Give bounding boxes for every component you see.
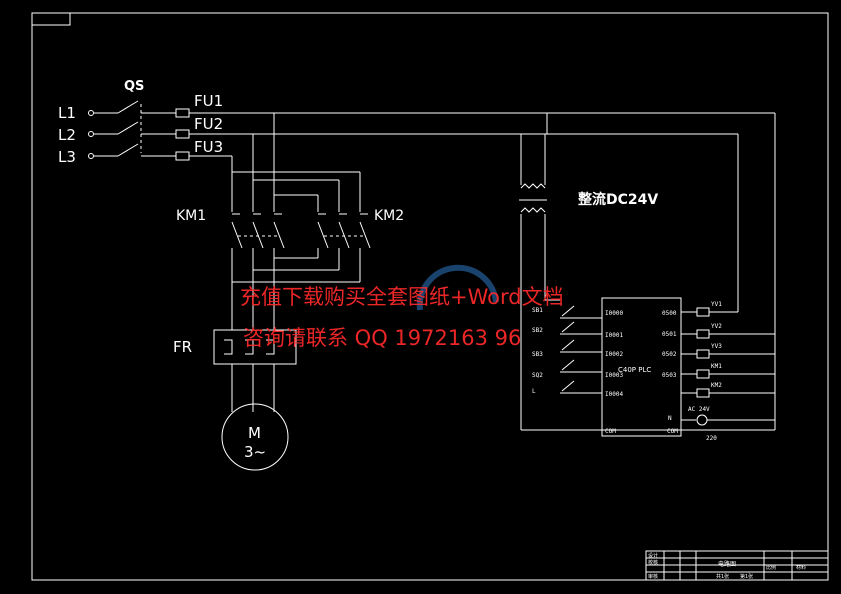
plc-input-2: I0002 (605, 351, 623, 358)
plc-input-label-0: SB1 (532, 307, 543, 314)
plc-output-0: 0500 (662, 310, 677, 317)
load-label-yv2: YV2 (711, 323, 722, 330)
plc-input-label-2: SB3 (532, 351, 543, 358)
plc-n-label: N (668, 415, 672, 422)
fuse-label-fu2: FU2 (194, 115, 223, 133)
title-block-sheet: 第1张 (740, 573, 753, 580)
plc-input-label-1: SB2 (532, 327, 543, 334)
watermark-line-2: 咨询请联系 QQ 1972163 96 (243, 326, 521, 350)
plc-output-3: 0503 (662, 372, 677, 379)
km1-label: KM1 (176, 208, 206, 224)
fuse-label-fu1: FU1 (194, 92, 223, 110)
title-block-checker: 校核 (648, 559, 658, 566)
title-block-reviewer: 审核 (648, 573, 658, 580)
plc-model: C40P PLC (618, 366, 651, 374)
drawing-frame (31, 12, 829, 581)
plc-input-4: I0004 (605, 391, 623, 398)
plc-com-in: COM (605, 428, 616, 435)
dc-supply-label: 整流DC24V (577, 191, 658, 208)
title-block (645, 550, 829, 581)
plc-circuit (519, 113, 776, 437)
plc-com-out: COM (667, 428, 678, 435)
fr-label: FR (173, 338, 192, 356)
motor-phase: 3~ (244, 443, 266, 461)
km2-label: KM2 (374, 208, 404, 224)
load-label-yv1: YV1 (711, 301, 722, 308)
title-block-scale: 比例 (766, 564, 776, 571)
plc-input-3: I0003 (605, 372, 623, 379)
watermark-line-1: 充值下载购买全套图纸+Word文档 (240, 285, 564, 309)
load-label-yv3: YV3 (711, 343, 722, 350)
title-block-title: 电路图 (718, 560, 736, 568)
ac-value-label: 220 (706, 435, 717, 442)
title-block-material: 材料 (796, 564, 806, 571)
ac-source-label: AC 24V (688, 406, 710, 413)
plc-input-label-3: SQ2 (532, 372, 543, 379)
qs-label: QS (124, 79, 144, 94)
load-label-km2: KM2 (711, 382, 722, 389)
plc-output-1: 0501 (662, 331, 677, 338)
watermark-logo (416, 264, 499, 311)
fuse-label-fu3: FU3 (194, 138, 223, 156)
frame-tag (31, 12, 71, 26)
plc-box (601, 297, 682, 437)
plc-input-0: I0000 (605, 310, 623, 317)
title-block-designer: 设计 (648, 552, 658, 559)
plc-input-label-4: L (532, 388, 536, 395)
plc-output-2: 0502 (662, 351, 677, 358)
load-label-km1: KM1 (711, 363, 722, 370)
title-block-total: 共1张 (716, 573, 729, 580)
power-circuit (88, 100, 775, 471)
line-label-l2: L2 (58, 126, 76, 144)
line-label-l3: L3 (58, 148, 76, 166)
motor-name: M (248, 424, 261, 442)
plc-input-1: I0001 (605, 332, 623, 339)
line-label-l1: L1 (58, 104, 76, 122)
